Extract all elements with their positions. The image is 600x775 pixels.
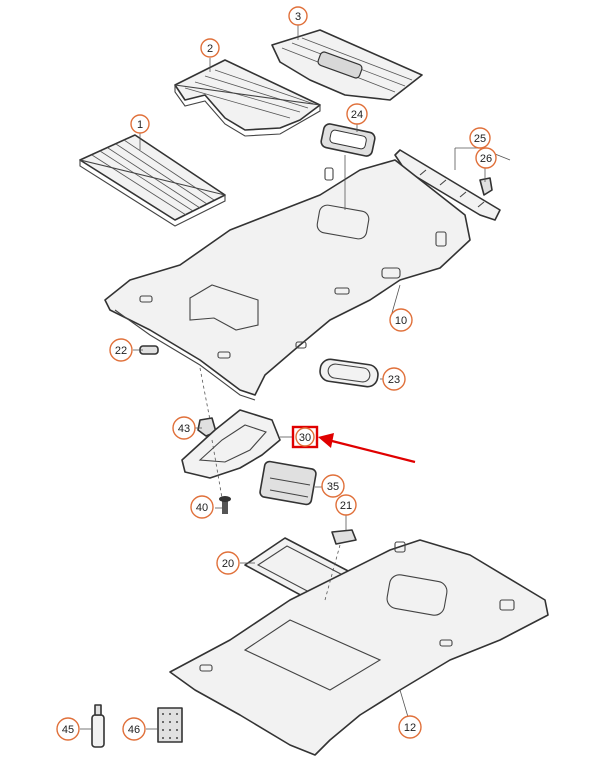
callout-25: 25 (469, 127, 491, 149)
callout-40: 40 (190, 495, 214, 519)
svg-text:30: 30 (299, 432, 311, 444)
tube-part-45 (91, 704, 105, 748)
svg-text:21: 21 (340, 500, 352, 512)
clip-part-26 (479, 177, 493, 196)
svg-text:23: 23 (388, 374, 400, 386)
callout-43: 43 (172, 416, 196, 440)
callout-10: 10 (389, 308, 413, 332)
svg-text:1: 1 (137, 119, 143, 131)
svg-text:20: 20 (222, 558, 234, 570)
panel-part-3 (271, 29, 423, 101)
headliner-part-10 (104, 159, 471, 401)
svg-text:25: 25 (474, 133, 486, 145)
svg-text:35: 35 (327, 481, 339, 493)
svg-text:46: 46 (128, 724, 140, 736)
svg-text:12: 12 (404, 722, 416, 734)
housing-part-30 (181, 409, 281, 479)
callout-24: 24 (346, 103, 368, 125)
svg-text:26: 26 (480, 153, 492, 165)
svg-text:10: 10 (395, 315, 407, 327)
callout-46: 46 (122, 717, 146, 741)
panel-part-1 (79, 134, 226, 227)
callout-35: 35 (321, 474, 345, 498)
callout-26: 26 (475, 147, 497, 169)
panel-part-2 (174, 59, 321, 137)
callout-45: 45 (56, 717, 80, 741)
callout-3: 3 (288, 6, 308, 26)
callout-23: 23 (382, 367, 406, 391)
bracket-part-21 (331, 529, 357, 545)
svg-text:22: 22 (115, 345, 127, 357)
svg-text:43: 43 (178, 423, 190, 435)
svg-text:40: 40 (196, 502, 208, 514)
callout-1: 1 (130, 114, 150, 134)
headliner-part-12 (169, 539, 549, 756)
indicator-arrow (318, 433, 416, 464)
callout-2: 2 (200, 38, 220, 58)
svg-text:45: 45 (62, 724, 74, 736)
callout-22: 22 (109, 338, 133, 362)
screw-part-40 (219, 496, 231, 514)
callout-12: 12 (398, 715, 422, 739)
callout-30-highlighted: 30 (291, 425, 319, 449)
callout-20: 20 (216, 551, 240, 575)
pad-part-46 (157, 707, 183, 743)
svg-text:2: 2 (207, 43, 213, 55)
module-part-35 (259, 460, 317, 506)
lens-part-23 (319, 358, 379, 388)
frame-part-24 (320, 123, 376, 157)
svg-text:24: 24 (351, 109, 363, 121)
svg-text:3: 3 (295, 11, 301, 23)
callout-21: 21 (335, 494, 357, 516)
